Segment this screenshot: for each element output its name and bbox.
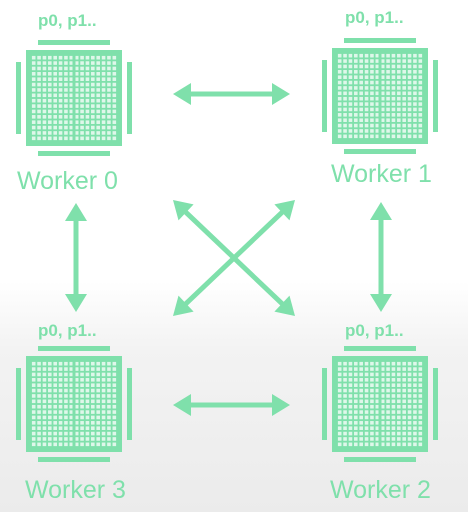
- worker-2-label: Worker 2: [330, 476, 431, 504]
- worker-1-label: Worker 1: [331, 160, 432, 188]
- worker-2-chip-icon: [322, 346, 438, 462]
- worker-1-chip-icon: [322, 38, 438, 154]
- arrow-worker1-worker3: [173, 200, 295, 316]
- worker-2-params-label: p0, p1..: [345, 321, 404, 340]
- arrow-worker0-worker3: [65, 203, 87, 312]
- worker-0-chip-icon: [16, 40, 132, 156]
- worker-3-label: Worker 3: [25, 476, 126, 504]
- arrow-worker1-worker2: [370, 202, 392, 312]
- worker-1-params-label: p0, p1..: [345, 8, 404, 27]
- worker-0-params-label: p0, p1..: [38, 11, 97, 30]
- worker-3-chip-icon: [16, 346, 132, 462]
- worker-0-label: Worker 0: [17, 167, 118, 195]
- worker-3-params-label: p0, p1..: [38, 321, 97, 340]
- arrow-worker0-worker1: [173, 83, 290, 105]
- arrow-worker3-worker2: [173, 394, 290, 416]
